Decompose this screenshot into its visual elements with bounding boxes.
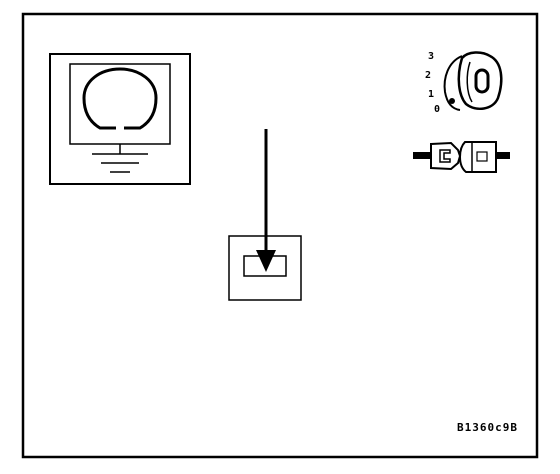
connector-left-housing <box>430 141 462 171</box>
arrow-head <box>256 250 276 272</box>
ignition-position-1: 1 <box>428 89 434 100</box>
connector-right-wire <box>496 152 510 159</box>
reference-code: B1360c9B <box>457 421 518 434</box>
ohm-symbol-icon <box>82 67 158 130</box>
key-head-edge <box>466 61 473 103</box>
connector-left-wire <box>413 152 431 159</box>
connector-left-pins <box>439 149 451 163</box>
ignition-position-3: 3 <box>428 51 434 62</box>
ground-icon <box>92 144 148 173</box>
disconnected-connector-icon <box>413 141 510 173</box>
arrow-down-icon <box>256 129 276 272</box>
ohmmeter-inner-box <box>69 63 171 145</box>
connector-right-slot <box>476 151 488 162</box>
lock-cylinder <box>443 55 463 111</box>
ignition-key-icon: 3 2 1 0 <box>425 51 503 115</box>
ohmmeter-panel <box>49 53 191 185</box>
ignition-position-0: 0 <box>434 104 440 115</box>
key-hole <box>474 68 490 94</box>
ignition-position-2: 2 <box>425 70 431 81</box>
ignition-pointer <box>449 98 455 104</box>
